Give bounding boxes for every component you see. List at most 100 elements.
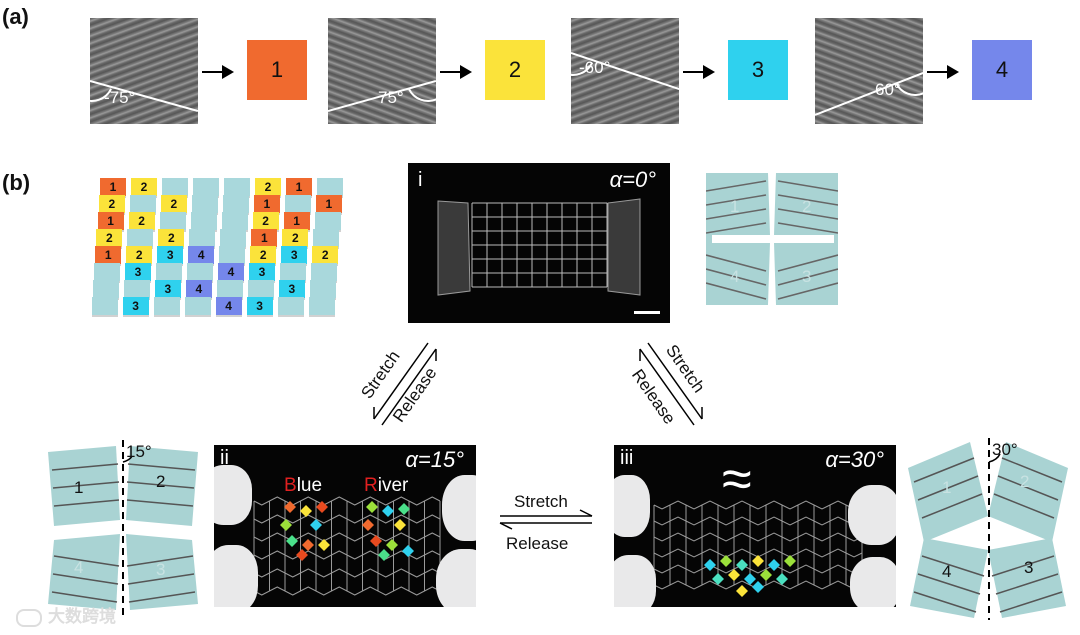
color-pixel bbox=[318, 539, 330, 551]
angle-label: 75° bbox=[378, 88, 404, 108]
color-pixel bbox=[286, 535, 298, 547]
tile bbox=[222, 212, 248, 230]
tile: 2 bbox=[99, 195, 125, 213]
color-pixel bbox=[296, 549, 308, 561]
color-pixel bbox=[704, 559, 716, 571]
tile: 2 bbox=[126, 246, 152, 264]
middle-release-label: Release bbox=[506, 534, 568, 554]
schematic-top-lines bbox=[706, 173, 838, 305]
watermark: 大数跨境 bbox=[16, 602, 116, 627]
color-pixel bbox=[752, 555, 764, 567]
color-pixel bbox=[362, 519, 374, 531]
left-quad-3: 3 bbox=[156, 560, 165, 580]
water-symbol: ≈ bbox=[722, 449, 752, 509]
tile: 1 bbox=[254, 195, 280, 213]
color-square-4: 4 bbox=[972, 40, 1032, 100]
arrow-right bbox=[927, 71, 957, 73]
right-angle-label: 30° bbox=[992, 440, 1018, 460]
tile bbox=[191, 212, 217, 230]
tile: 3 bbox=[157, 246, 183, 264]
tile bbox=[154, 297, 180, 315]
tile bbox=[192, 195, 218, 213]
transition-left: Stretch Release bbox=[356, 335, 466, 435]
tile bbox=[311, 263, 337, 281]
photo-iii-alpha: α=30° bbox=[825, 447, 884, 473]
glove-right bbox=[442, 475, 476, 541]
color-square-2: 2 bbox=[485, 40, 545, 100]
tile: 3 bbox=[249, 263, 275, 281]
color-pixel bbox=[768, 559, 780, 571]
tile: 3 bbox=[125, 263, 151, 281]
photo-ii-stretched-15: ii α=15° Blue River bbox=[214, 445, 476, 607]
tile bbox=[278, 297, 304, 315]
photo-ii-label: ii bbox=[220, 447, 229, 470]
tile: 3 bbox=[155, 280, 181, 298]
tile: 1 bbox=[286, 178, 312, 196]
angle-arc bbox=[400, 52, 436, 108]
photo-ii-alpha: α=15° bbox=[405, 447, 464, 473]
glove-right bbox=[848, 485, 896, 545]
tile: 1 bbox=[100, 178, 126, 196]
glove-left bbox=[214, 465, 252, 525]
color-pixel bbox=[402, 545, 414, 557]
tile: 2 bbox=[253, 212, 279, 230]
tile: 1 bbox=[316, 195, 342, 213]
right-quad-2: 2 bbox=[1020, 472, 1029, 492]
color-pixel bbox=[720, 555, 732, 567]
sem-image-2: 75° bbox=[328, 18, 436, 124]
color-pixel bbox=[370, 535, 382, 547]
word-blue: Blue bbox=[284, 475, 322, 497]
color-pixel bbox=[752, 581, 764, 593]
tile: 1 bbox=[251, 229, 277, 247]
color-pixel bbox=[366, 501, 378, 513]
right-quad-3: 3 bbox=[1024, 558, 1033, 578]
tile: 4 bbox=[216, 297, 242, 315]
tile bbox=[127, 229, 153, 247]
color-pixel bbox=[736, 585, 748, 597]
tile bbox=[124, 280, 150, 298]
tile: 2 bbox=[161, 195, 187, 213]
watermark-icon bbox=[16, 609, 42, 627]
angle-label: -60° bbox=[579, 58, 610, 78]
tile bbox=[217, 280, 243, 298]
color-square-3: 3 bbox=[728, 40, 788, 100]
quad-4-number: 4 bbox=[730, 267, 739, 287]
glove-left bbox=[614, 475, 650, 537]
tile bbox=[130, 195, 156, 213]
color-pixel bbox=[280, 519, 292, 531]
tile: 2 bbox=[131, 178, 157, 196]
glove-left-lower bbox=[214, 545, 258, 607]
color-pixel bbox=[382, 505, 394, 517]
arrow-right bbox=[202, 71, 232, 73]
tile bbox=[223, 195, 249, 213]
tile: 2 bbox=[250, 246, 276, 264]
schematic-top-right: 1 2 4 3 bbox=[706, 173, 838, 305]
photo-iii-stretched-30: iii α=30° ≈ bbox=[614, 445, 896, 607]
tile: 2 bbox=[312, 246, 338, 264]
color-pixel bbox=[394, 519, 406, 531]
right-quad-1: 1 bbox=[942, 478, 951, 498]
tile bbox=[93, 280, 119, 298]
tile bbox=[317, 178, 343, 196]
color-pixel bbox=[300, 505, 312, 517]
word-river: River bbox=[364, 475, 408, 497]
tile bbox=[310, 280, 336, 298]
tile: 1 bbox=[284, 212, 310, 230]
tile bbox=[160, 212, 186, 230]
tile bbox=[285, 195, 311, 213]
tile: 2 bbox=[255, 178, 281, 196]
quad-2-number: 2 bbox=[802, 197, 811, 217]
transition-middle: Stretch Release bbox=[496, 490, 596, 560]
tile bbox=[189, 229, 215, 247]
photo-iii-label: iii bbox=[620, 447, 633, 470]
tile bbox=[309, 297, 335, 315]
tile: 4 bbox=[188, 246, 214, 264]
tile: 4 bbox=[186, 280, 212, 298]
color-pixel bbox=[284, 501, 296, 513]
sem-image-1: -75° bbox=[90, 18, 198, 124]
color-pixel bbox=[316, 501, 328, 513]
color-pixel bbox=[378, 549, 390, 561]
glove-right-lower bbox=[850, 557, 896, 607]
photo-i-film bbox=[408, 163, 670, 323]
